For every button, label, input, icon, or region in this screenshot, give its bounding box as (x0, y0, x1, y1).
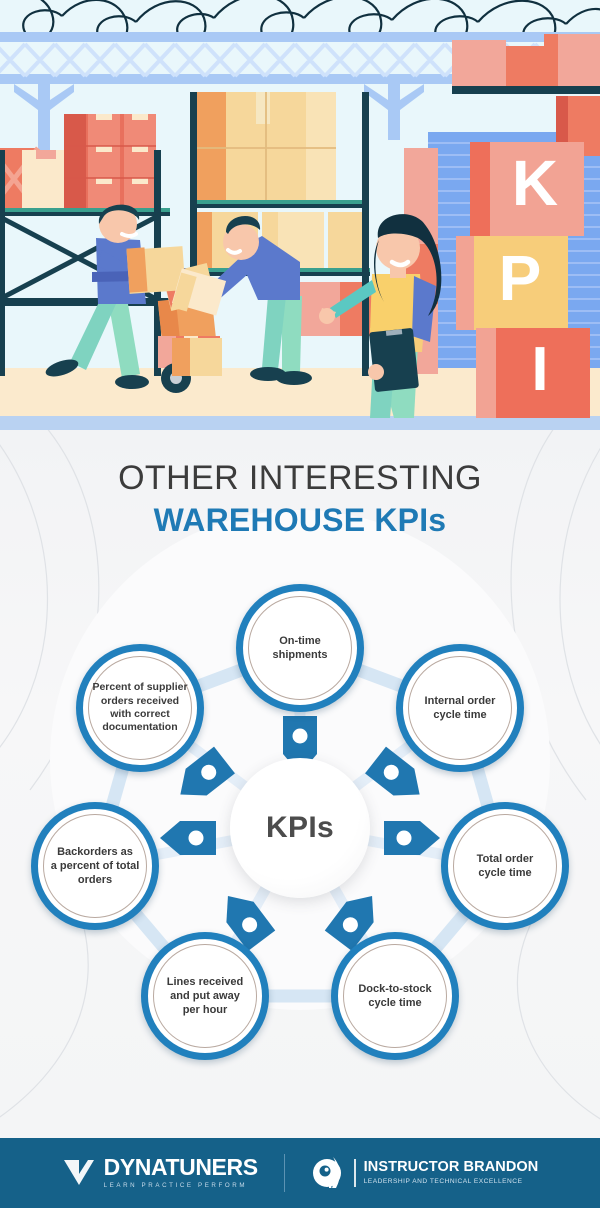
dynatuners-name: DYNATUNERS (103, 1154, 258, 1181)
kpi-wheel-diagram: KPIs On-time shipments Internal order cy… (0, 548, 600, 1108)
kpi-node-label: Percent of supplier orders received with… (92, 681, 188, 734)
page-title-primary: OTHER INTERESTING (118, 459, 482, 497)
worker-with-clipboard (319, 214, 442, 418)
kpi-node-dock-to-stock-cycle[interactable]: Dock-to-stock cycle time (331, 932, 459, 1060)
kpi-node-label: Total order cycle time (476, 852, 534, 879)
dynatuners-brand[interactable]: DYNATUNERS LEARN PRACTICE PERFORM (62, 1156, 258, 1189)
ceiling-supports (14, 84, 424, 180)
top-right-boxes (452, 34, 600, 94)
center-hub: KPIs (230, 758, 370, 898)
content-area: OTHER INTERESTING WAREHOUSE KPIs (0, 430, 600, 1138)
kpi-blocks: K P I (456, 142, 590, 418)
svg-text:K: K (512, 147, 558, 219)
kpi-node-lines-received-per-hour[interactable]: Lines received and put away per hour (141, 932, 269, 1060)
hero-illustration: K P I (0, 0, 600, 430)
instructor-brandon-name: INSTRUCTOR BRANDON (363, 1159, 539, 1176)
dynatuners-tagline: LEARN PRACTICE PERFORM (103, 1182, 248, 1190)
direction-arrows (160, 716, 440, 951)
footer-divider (283, 1154, 285, 1192)
arrow-total-order-cycle (384, 821, 440, 855)
floor-edge-strip (0, 416, 600, 430)
footer-bar: DYNATUNERS LEARN PRACTICE PERFORM INSTRU… (0, 1138, 600, 1208)
kpi-node-backorders-percent[interactable]: Backorders as a percent of total orders (31, 802, 159, 930)
instructor-brandon-rule (353, 1159, 356, 1187)
kpi-node-supplier-doc-percent[interactable]: Percent of supplier orders received with… (76, 644, 204, 772)
arrow-internal-order-cycle (365, 746, 420, 796)
checkmark-chevron-icon (63, 1159, 94, 1185)
worker-bending (171, 215, 312, 385)
kpi-node-internal-order-cycle[interactable]: Internal order cycle time (396, 644, 524, 772)
kpi-node-label: On-time shipments (272, 634, 328, 661)
page-heading: OTHER INTERESTING WAREHOUSE KPIs (0, 460, 600, 537)
kpi-block-p (456, 236, 568, 330)
svg-text:P: P (499, 242, 542, 314)
ceiling-beam (0, 32, 600, 44)
warehouse-scene-svg: K P I (0, 0, 600, 430)
svg-text:I: I (531, 335, 548, 404)
arrow-supplier-doc-percent (180, 746, 235, 796)
person-rocket-circle-icon (312, 1157, 341, 1188)
center-hub-label: KPIs (266, 811, 334, 844)
arrow-backorders-percent (160, 821, 216, 855)
kpi-node-label: Lines received and put away per hour (166, 975, 244, 1017)
kpi-node-label: Internal order cycle time (424, 694, 496, 721)
kpi-node-label: Dock-to-stock cycle time (358, 982, 432, 1009)
kpi-node-label: Backorders as a percent of total orders (50, 845, 140, 887)
instructor-brandon-tagline: LEADERSHIP AND TECHNICAL EXCELLENCE (363, 1177, 523, 1185)
instructor-brandon-brand[interactable]: INSTRUCTOR BRANDON LEADERSHIP AND TECHNI… (311, 1155, 539, 1191)
arrow-lines-received-per-hour (226, 896, 276, 951)
arrow-dock-to-stock-cycle (324, 896, 374, 951)
kpi-node-total-order-cycle[interactable]: Total order cycle time (441, 802, 569, 930)
kpi-node-on-time-shipments[interactable]: On-time shipments (236, 584, 364, 712)
page-title-secondary: WAREHOUSE KPIs (153, 501, 447, 538)
